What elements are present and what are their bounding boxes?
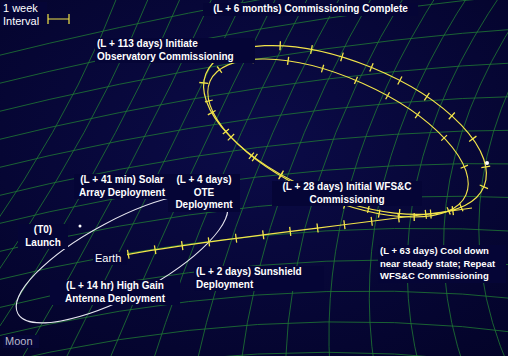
grid-line — [285, 0, 408, 356]
grid-line — [0, 96, 508, 172]
l2-point — [485, 161, 489, 165]
milestone-label: (L + 4 days) OTE Deployment — [168, 174, 240, 212]
grid-line — [0, 0, 508, 88]
grid-line — [444, 0, 508, 356]
grid-line — [240, 0, 376, 356]
scale-bar — [48, 14, 69, 24]
milestone-label: (L + 2 days) Sunshield Deployment — [194, 266, 324, 291]
grid-line — [0, 164, 508, 228]
grid-line — [369, 0, 472, 356]
grid-line — [0, 322, 508, 356]
grid-line — [0, 130, 508, 200]
milestone-label: (L + 41 min) Solar Array Deployment — [74, 174, 170, 199]
planet-label: Earth — [93, 252, 127, 265]
moon-label: Moon — [3, 335, 39, 348]
milestone-label: (L + 6 months) Commissioning Complete — [203, 3, 418, 16]
milestone-label: (L + 28 days) Initial WFS&C Commissionin… — [272, 181, 422, 206]
scale-label: 1 week Interval — [1, 2, 47, 27]
grid-line — [0, 352, 508, 356]
grid-line — [0, 28, 508, 116]
grid-line — [407, 0, 504, 356]
milestone-label: (L + 113 days) Initiate Observatory Comm… — [95, 38, 255, 63]
grid-line — [479, 0, 508, 356]
grid-line — [0, 62, 508, 144]
launch-point — [79, 225, 82, 228]
milestone-label: (L + 14 hr) High Gain Antenna Deployment — [50, 280, 180, 305]
moon-orbit — [0, 169, 244, 347]
milestone-label: (T0) Launch — [18, 224, 68, 249]
milestone-label: (L + 63 days) Cool down near steady stat… — [378, 245, 506, 283]
